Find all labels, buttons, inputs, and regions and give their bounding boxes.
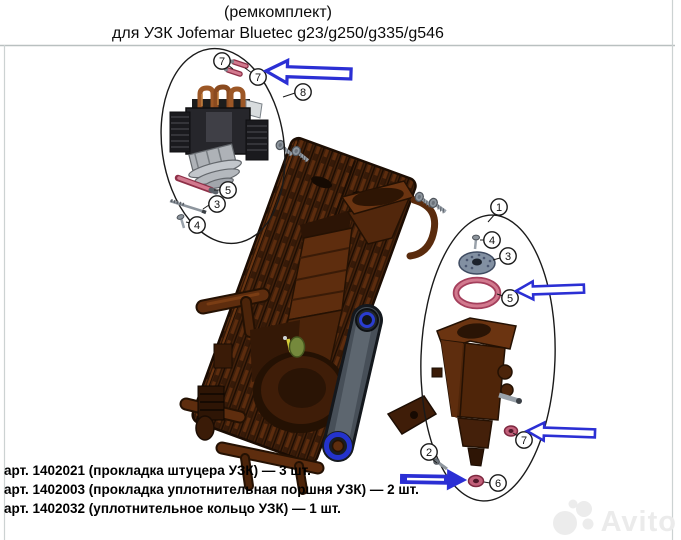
callout-7r-label: 7 [521, 435, 527, 447]
o-ring [452, 276, 502, 310]
washer-6 [467, 474, 485, 488]
right-kit-group [420, 214, 556, 502]
callout-5l-label: 5 [225, 185, 231, 197]
bottom-frame [215, 395, 438, 495]
parts-list: арт. 1402021 (прокладка штуцера УЗК) — 3… [4, 461, 419, 518]
callout-1: 1 [487, 198, 508, 223]
avito-watermark: Avito [551, 497, 677, 537]
needle-pin [169, 198, 207, 215]
callout-4-right: 4 [480, 231, 501, 249]
part-line-3: арт. 1402032 (уплотнительное кольцо УЗК)… [4, 501, 341, 516]
callout-5r-label: 5 [507, 293, 513, 305]
main-assembly [179, 136, 439, 495]
part-line-1: арт. 1402021 (прокладка штуцера УЗК) — 3… [4, 463, 311, 478]
pointer-arrow-top [263, 58, 353, 87]
piston-body [431, 317, 522, 467]
pointer-arrow-washer6 [399, 469, 468, 491]
piston-seal-rod [174, 174, 219, 195]
callout-2-label: 2 [426, 447, 432, 459]
callout-2: 2 [420, 443, 438, 464]
callout-5-left: 5 [214, 181, 237, 199]
part-line-2: арт. 1402003 (прокладка уплотнительная п… [4, 482, 419, 497]
pointer-arrow-washer7 [525, 420, 597, 444]
solenoid [169, 84, 269, 190]
callout-8: 8 [282, 83, 312, 101]
title-line1: (ремкомплект) [224, 4, 332, 21]
callout-1-label: 1 [496, 202, 502, 214]
callout-6-label: 6 [495, 478, 501, 490]
title-block: (ремкомплект) для УЗК Jofemar Bluetec g2… [0, 2, 556, 44]
callout-6: 6 [483, 474, 507, 492]
washer-7 [503, 425, 519, 437]
left-kit-group [160, 47, 286, 245]
callout-3r-label: 3 [505, 251, 511, 263]
pointer-arrows [263, 58, 597, 491]
small-screw-left [176, 214, 186, 229]
callout-3-right: 3 [492, 247, 517, 265]
watermark-text: Avito [600, 506, 677, 538]
title-line2: для УЗК Jofemar Bluetec g23/g250/g335/g5… [112, 25, 444, 42]
seal-pins [224, 59, 249, 77]
callout-7-right: 7 [512, 431, 533, 449]
callout-4l-label: 4 [194, 220, 200, 232]
callout-5-right: 5 [496, 289, 519, 307]
diaphragm-disc [458, 251, 496, 275]
callout-7b-label: 7 [255, 72, 261, 84]
drum [253, 351, 347, 433]
callout-3-left: 3 [202, 195, 226, 213]
callout-4r-label: 4 [489, 235, 495, 247]
callout-8-label: 8 [300, 87, 306, 99]
lever-arm [322, 304, 383, 462]
callout-7a: 7 [213, 52, 234, 70]
small-screw-2 [433, 458, 448, 471]
callout-4-left: 4 [185, 216, 206, 234]
small-screw-right [472, 234, 480, 250]
callouts: 7 7 8 5 3 [185, 52, 533, 492]
callout-7a-label: 7 [219, 56, 225, 68]
side-rods [179, 287, 271, 441]
callout-7b: 7 [244, 67, 267, 86]
funnel [340, 180, 439, 260]
avito-logo-icon [552, 499, 594, 535]
callout-3l-label: 3 [214, 199, 220, 211]
green-cam [283, 336, 306, 358]
